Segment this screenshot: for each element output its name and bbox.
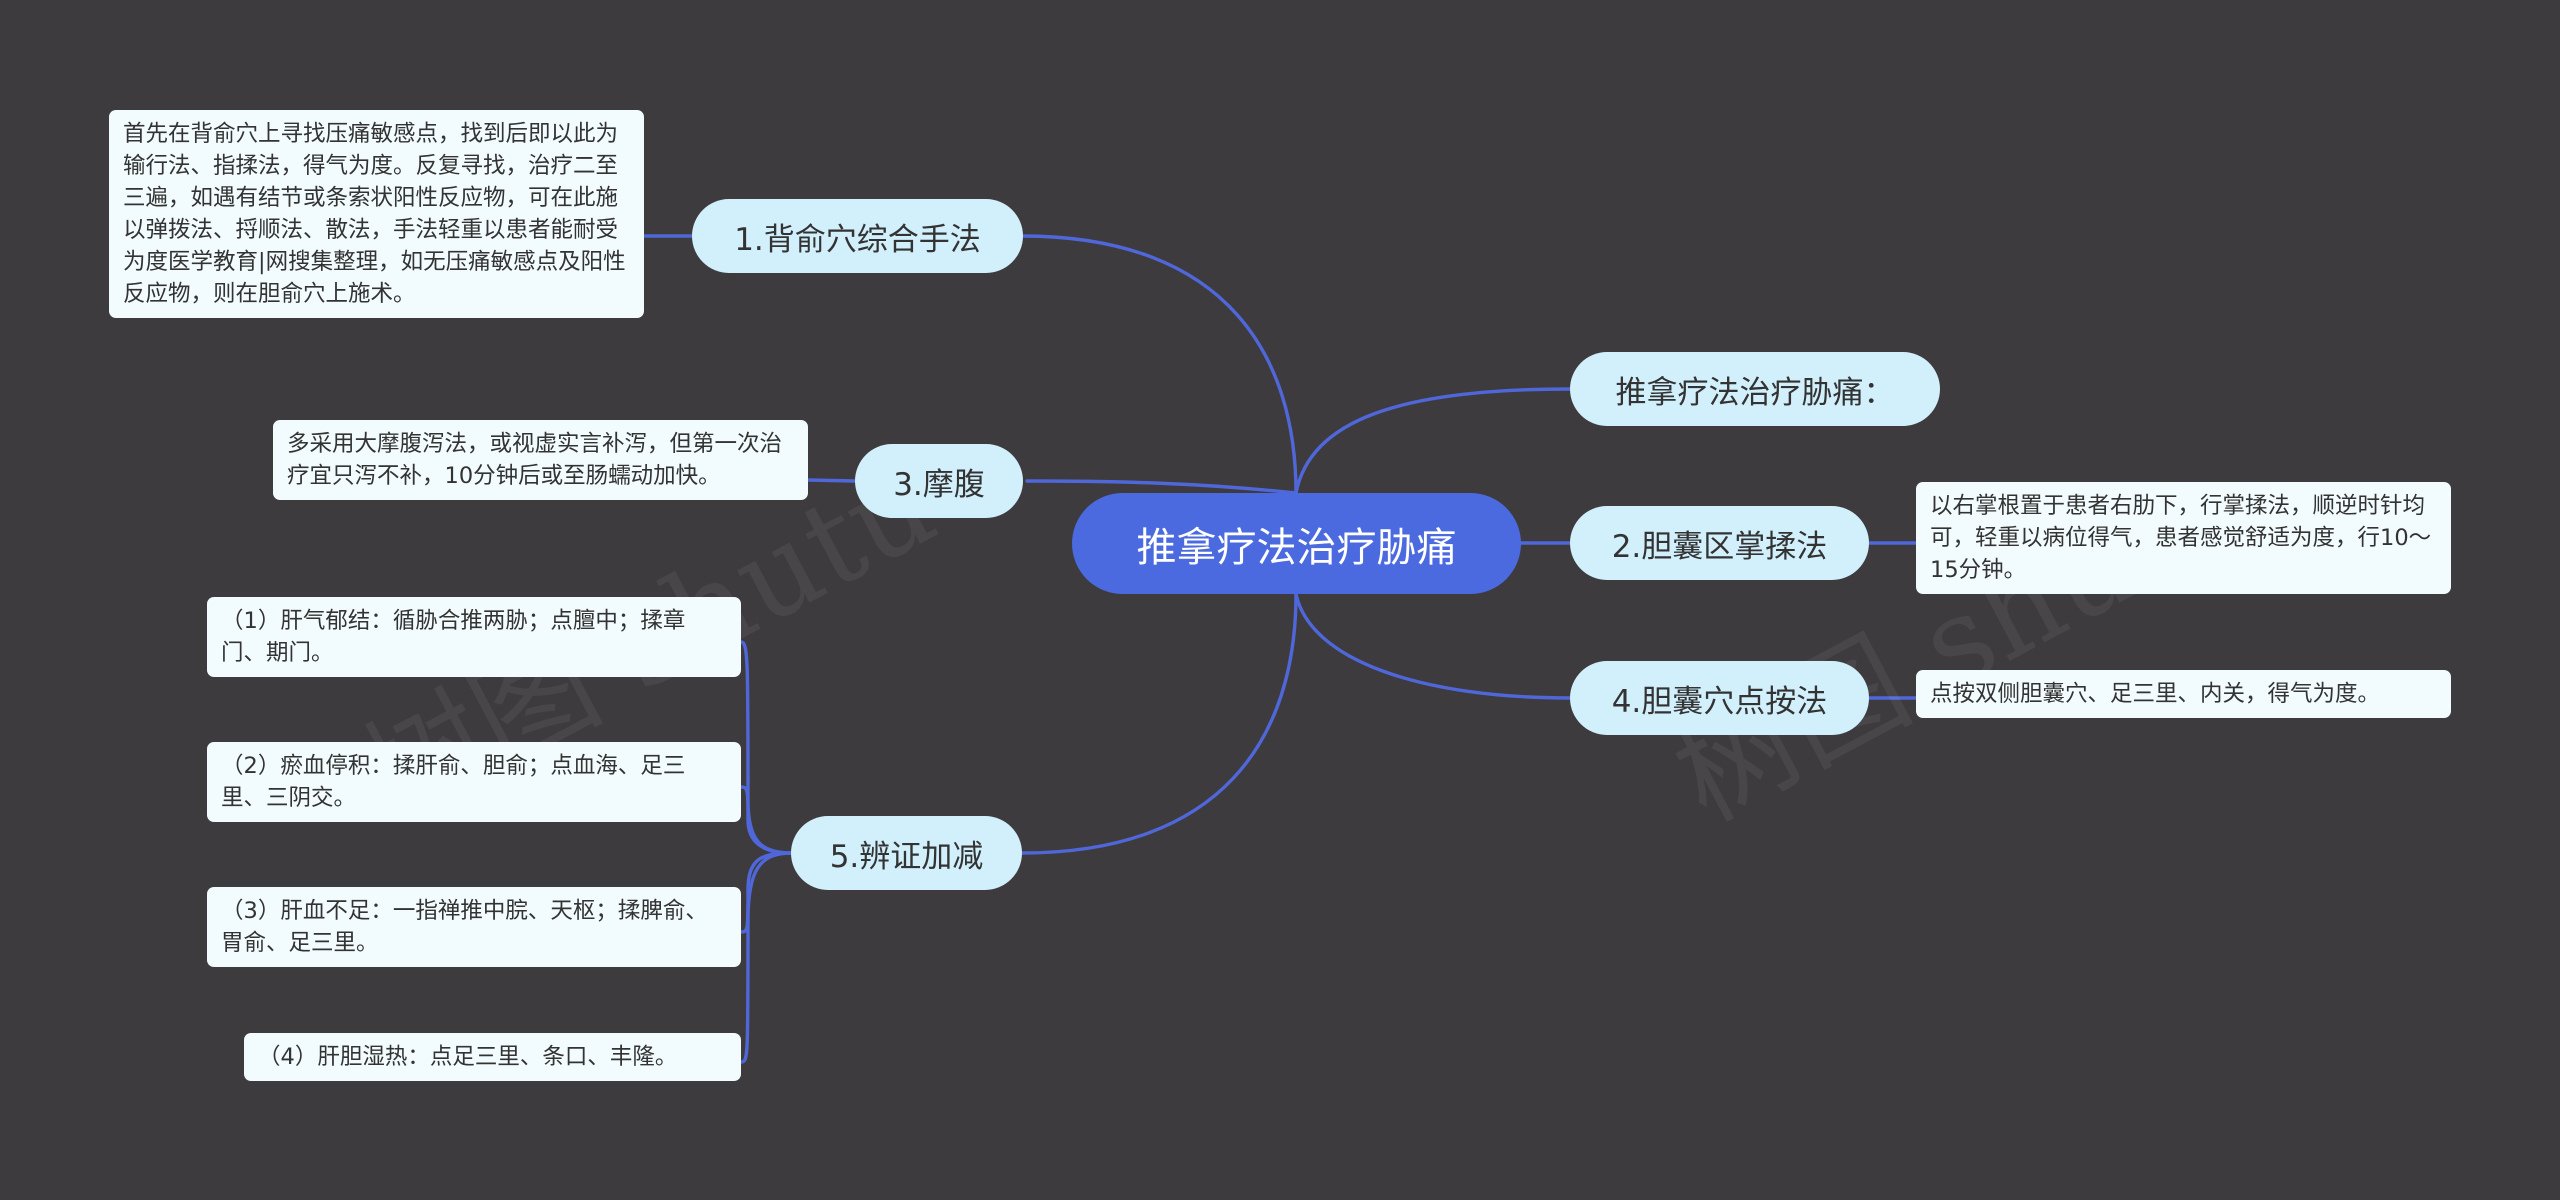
link-b5-l5a	[739, 640, 793, 855]
branch-label: 推拿疗法治疗胁痛：	[1615, 374, 1895, 411]
leaf-syndrome-liver-qi: （1）肝气郁结：循胁合推两胁；点膻中；揉章门、期门。	[207, 597, 741, 677]
branch-label: 3.摩腹	[893, 466, 985, 503]
branch-node-gallbladder-palm[interactable]: 2.胆囊区掌揉法	[1570, 506, 1869, 580]
link-root-b5	[1020, 592, 1298, 855]
leaf-syndrome-liver-blood: （3）肝血不足：一指禅推中脘、天枢；揉脾俞、胃俞、足三里。	[207, 887, 741, 967]
branch-label: 4.胆囊穴点按法	[1611, 683, 1828, 720]
branch-label: 1.背俞穴综合手法	[734, 221, 981, 258]
leaf-abdominal-detail: 多采用大摩腹泻法，或视虚实言补泻，但第一次治疗宜只泻不补，10分钟后或至肠蠕动加…	[273, 420, 808, 500]
branch-node-syndrome[interactable]: 5.辨证加减	[791, 816, 1022, 890]
link-root-title	[1294, 387, 1572, 495]
branch-node-title[interactable]: 推拿疗法治疗胁痛：	[1570, 352, 1940, 426]
leaf-gallbladder-point-detail: 点按双侧胆囊穴、足三里、内关，得气为度。	[1916, 670, 2451, 718]
leaf-gallbladder-palm-detail: 以右掌根置于患者右肋下，行掌揉法，顺逆时针均可，轻重以病位得气，患者感觉舒适为度…	[1916, 482, 2451, 594]
watermark-right: 树图 shutu	[1653, 434, 2267, 849]
link-b5-l5c	[739, 851, 793, 934]
link-root-b3	[1025, 479, 1298, 495]
branch-node-abdominal-rubbing[interactable]: 3.摩腹	[855, 444, 1023, 518]
branch-label: 2.胆囊区掌揉法	[1611, 528, 1828, 565]
link-b5-l5d	[739, 851, 793, 1064]
link-b5-l5b	[739, 785, 793, 855]
root-node[interactable]: 推拿疗法治疗胁痛	[1072, 493, 1521, 594]
branch-node-back-shu[interactable]: 1.背俞穴综合手法	[692, 199, 1023, 273]
leaf-syndrome-blood-stasis: （2）瘀血停积：揉肝俞、胆俞；点血海、足三里、三阴交。	[207, 742, 741, 822]
link-root-b4	[1294, 592, 1572, 700]
leaf-syndrome-damp-heat: （4）肝胆湿热：点足三里、条口、丰隆。	[244, 1033, 741, 1081]
link-root-b1	[1020, 234, 1298, 495]
branch-label: 5.辨证加减	[829, 838, 984, 875]
branch-node-gallbladder-point[interactable]: 4.胆囊穴点按法	[1570, 661, 1869, 735]
link-b3-l3	[806, 478, 857, 483]
root-label: 推拿疗法治疗胁痛	[1136, 524, 1457, 571]
leaf-back-shu-detail: 首先在背俞穴上寻找压痛敏感点，找到后即以此为输行法、指揉法，得气为度。反复寻找，…	[109, 110, 644, 318]
